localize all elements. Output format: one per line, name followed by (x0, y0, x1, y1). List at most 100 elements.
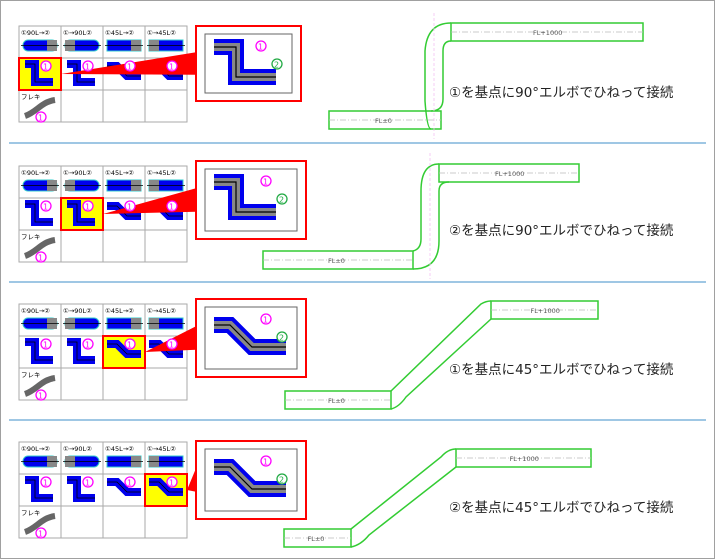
palette-cell[interactable] (60, 367, 104, 401)
marker-1-label: 1 (127, 203, 132, 212)
palette-cell[interactable]: ①90L→② (18, 441, 62, 475)
flex-icon (23, 237, 56, 259)
palette-cell[interactable]: ①45L→② (102, 165, 146, 199)
palette-cell[interactable]: ①→45L② (144, 25, 188, 59)
elbow-pipe (390, 300, 492, 410)
low-level-label: FL±0 (328, 257, 345, 265)
marker-1-icon (35, 389, 47, 401)
palette-cell[interactable]: ①45L→② (102, 303, 146, 337)
palette-cell[interactable] (60, 89, 104, 123)
palette-cell[interactable] (60, 197, 104, 231)
centerline (67, 479, 95, 499)
palette-cell[interactable]: ①→90L② (60, 303, 104, 337)
palette-cell-bg (60, 505, 104, 539)
palette-label-flex: フレキ (21, 509, 41, 517)
caption-1: ①を基点に90°エルボでひねって接続 (449, 85, 674, 101)
palette-label: ①→90L② (63, 29, 92, 37)
palette-label: ①→45L② (147, 307, 176, 315)
palette-cell[interactable]: ①→90L② (60, 441, 104, 475)
palette-label: ①90L→② (21, 169, 50, 177)
palette-cell[interactable] (18, 335, 62, 369)
high-level-label: FL+1000 (495, 170, 524, 178)
palette-cell[interactable]: ①→45L② (144, 303, 188, 337)
palette-cell[interactable] (144, 505, 188, 539)
centerline (25, 341, 53, 361)
palette-label: ①90L→② (21, 307, 50, 315)
palette-cell[interactable]: ①→90L② (60, 25, 104, 59)
palette-cell[interactable] (18, 57, 62, 91)
palette-cell[interactable]: ①90L→② (18, 165, 62, 199)
marker-1-label: 1 (127, 341, 132, 350)
caption-2: ②を基点に90°エルボでひねって接続 (449, 223, 674, 239)
palette-cell[interactable] (102, 89, 146, 123)
palette-cell[interactable]: ①90L→② (18, 303, 62, 337)
pipe-drawing (283, 448, 592, 548)
marker-1-label: 1 (85, 479, 90, 488)
callout-centerline (214, 466, 286, 490)
marker-1-icon (82, 338, 94, 350)
marker-1-label: 1 (263, 316, 268, 325)
marker-1-icon (255, 40, 267, 52)
palette-cell[interactable] (60, 473, 104, 507)
marker-1-icon (166, 60, 178, 72)
palette-cell[interactable] (102, 473, 146, 507)
marker-1-icon (35, 111, 47, 123)
palette-cell-bg (144, 229, 188, 263)
callout-centerline (214, 46, 276, 78)
marker-2-label: 2 (274, 61, 279, 70)
palette-cell[interactable] (102, 335, 146, 369)
marker-1-label: 1 (85, 203, 90, 212)
marker-1-label: 1 (169, 341, 174, 350)
marker-1-icon (40, 200, 52, 212)
palette-cell[interactable] (102, 367, 146, 401)
palette-cell[interactable] (60, 335, 104, 369)
palette-label: ①→90L② (63, 307, 92, 315)
palette-cell[interactable] (102, 505, 146, 539)
marker-1-icon (166, 200, 178, 212)
palette-cell[interactable]: ①90L→② (18, 25, 62, 59)
palette-cell-bg (60, 229, 104, 263)
palette-cell[interactable]: ①45L→② (102, 25, 146, 59)
palette-cell[interactable] (144, 473, 188, 507)
centerline (149, 481, 183, 493)
palette-label-flex: フレキ (21, 371, 41, 379)
marker-1-icon (260, 313, 272, 325)
palette-cell[interactable] (144, 229, 188, 263)
palette-label: ①→45L② (147, 29, 176, 37)
palette-cell[interactable] (144, 367, 188, 401)
palette-label: ①→45L② (147, 169, 176, 177)
palette-cell[interactable]: ①45L→② (102, 441, 146, 475)
palette-cell-bg (102, 367, 146, 401)
palette-cell[interactable]: フレキ (18, 505, 62, 539)
marker-1-label: 1 (169, 63, 174, 72)
palette-cell[interactable] (60, 505, 104, 539)
palette-cell[interactable] (144, 89, 188, 123)
marker-2-icon (276, 331, 288, 343)
marker-1-label: 1 (258, 43, 263, 52)
marker-1-label: 1 (43, 341, 48, 350)
marker-1-label: 1 (43, 63, 48, 72)
marker-1-icon (82, 476, 94, 488)
centerline (67, 341, 95, 361)
palette-cell[interactable]: ①→90L② (60, 165, 104, 199)
palette-cell[interactable] (60, 229, 104, 263)
palette-cell[interactable] (102, 229, 146, 263)
palette-label: ①→45L② (147, 445, 176, 453)
palette-cell-bg (102, 505, 146, 539)
palette-cell[interactable] (18, 197, 62, 231)
centerline (67, 203, 95, 223)
marker-1-icon (40, 60, 52, 72)
palette-cell[interactable]: ①→45L② (144, 441, 188, 475)
palette-cell-bg (60, 367, 104, 401)
palette-cell[interactable]: フレキ (18, 229, 62, 263)
marker-1-icon (82, 60, 94, 72)
marker-1-label: 1 (85, 341, 90, 350)
palette-cell[interactable] (18, 473, 62, 507)
elbow-pipe (412, 163, 450, 270)
palette-cell[interactable] (102, 197, 146, 231)
marker-2-icon (276, 193, 288, 205)
